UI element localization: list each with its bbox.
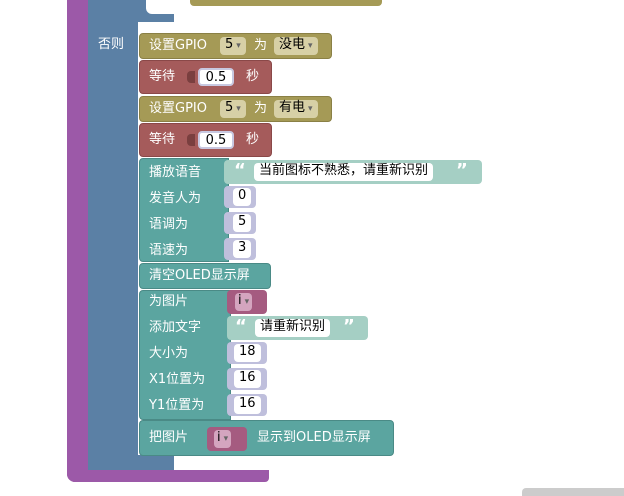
tone-input[interactable]: 5 [233,214,252,232]
speed-label: 语速为 [149,243,189,258]
loop-block[interactable] [88,0,138,470]
show-image-variable-dropdown[interactable]: i▾ [214,430,232,448]
gpio-pin-dropdown[interactable]: 5▾ [220,100,246,118]
open-quote-icon: “ [235,316,247,337]
wait-block-2[interactable]: 等待 0.5 秒 [139,123,272,157]
wait-seconds-input[interactable]: 0.5 [198,131,234,149]
play-speech-block[interactable]: 播放语音 发音人为 语调为 语速为 [139,158,229,262]
value-socket [187,134,195,146]
speaker-socket[interactable]: 0 [224,186,256,208]
chevron-down-icon: ▾ [223,434,229,444]
size-input[interactable]: 18 [234,344,261,362]
add-text-input[interactable]: 请重新识别 [255,319,331,337]
add-text-string-block[interactable]: “ 请重新识别 ” [227,316,368,340]
y1-socket[interactable]: 16 [227,394,267,416]
image-add-text-block[interactable]: 为图片 添加文字 大小为 X1位置为 Y1位置为 [139,290,231,420]
set-gpio-mid-label: 为 [254,38,268,53]
play-speech-label: 播放语音 [149,165,202,180]
loop-notch [88,466,118,470]
show-image-block[interactable]: 把图片 i▾ 显示到OLED显示屏 [139,420,394,456]
chevron-down-icon: ▾ [236,104,241,114]
size-socket[interactable]: 18 [227,342,267,364]
chevron-down-icon: ▾ [308,41,313,51]
set-gpio-block-1[interactable]: 设置GPIO 5▾ 为 没电▾ [139,33,332,59]
wait-block-1[interactable]: 等待 0.5 秒 [139,60,272,94]
set-gpio-block-2[interactable]: 设置GPIO 5▾ 为 有电▾ [139,96,332,122]
image-label: 为图片 [149,294,189,309]
set-gpio-label: 设置GPIO [149,38,207,53]
chevron-down-icon: ▾ [244,297,250,307]
set-gpio-mid-label: 为 [254,101,268,116]
show-image-suffix-label: 显示到OLED显示屏 [257,430,371,445]
show-image-variable-block[interactable]: i▾ [207,427,247,451]
clear-oled-label: 清空OLED显示屏 [149,268,250,283]
speech-text-input[interactable]: 当前图标不熟悉，请重新识别 [254,163,434,181]
clear-oled-block[interactable]: 清空OLED显示屏 [139,263,271,289]
wait-unit-label: 秒 [246,69,260,84]
image-variable-dropdown[interactable]: i▾ [235,293,253,311]
speech-text-string-block[interactable]: “ 当前图标不熟悉，请重新识别 ” [224,160,482,184]
set-gpio-label: 设置GPIO [149,101,207,116]
speaker-input[interactable]: 0 [233,188,252,206]
x1-input[interactable]: 16 [234,370,261,388]
show-image-label: 把图片 [149,430,189,445]
else-label: 否则 [98,37,125,52]
gpio-pin-dropdown[interactable]: 5▾ [220,37,246,55]
image-variable-block[interactable]: i▾ [227,290,267,314]
speed-input[interactable]: 3 [233,240,252,258]
close-quote-icon: ” [456,160,468,181]
chevron-down-icon: ▾ [236,41,241,51]
speed-socket[interactable]: 3 [224,238,256,260]
gpio-state-dropdown[interactable]: 没电▾ [274,37,318,55]
y1-label: Y1位置为 [149,398,205,413]
top-partial-block[interactable] [190,0,382,6]
gpio-state-dropdown[interactable]: 有电▾ [274,100,318,118]
if-else-block[interactable] [67,0,91,482]
wait-seconds-input[interactable]: 0.5 [198,68,234,86]
horizontal-scrollbar[interactable] [522,488,624,496]
add-text-label: 添加文字 [149,320,202,335]
x1-socket[interactable]: 16 [227,368,267,390]
tone-socket[interactable]: 5 [224,212,256,234]
size-label: 大小为 [149,346,189,361]
wait-label: 等待 [149,132,176,147]
top-partial-block-inner [146,0,188,14]
close-quote-icon: ” [343,316,355,337]
y1-input[interactable]: 16 [234,396,261,414]
x1-label: X1位置为 [149,372,206,387]
chevron-down-icon: ▾ [308,104,313,114]
if-else-block-bottom[interactable] [67,470,269,482]
tone-label: 语调为 [149,217,189,232]
wait-unit-label: 秒 [246,132,260,147]
wait-label: 等待 [149,69,176,84]
value-socket [187,71,195,83]
speaker-label: 发音人为 [149,191,202,206]
open-quote-icon: “ [234,160,246,181]
